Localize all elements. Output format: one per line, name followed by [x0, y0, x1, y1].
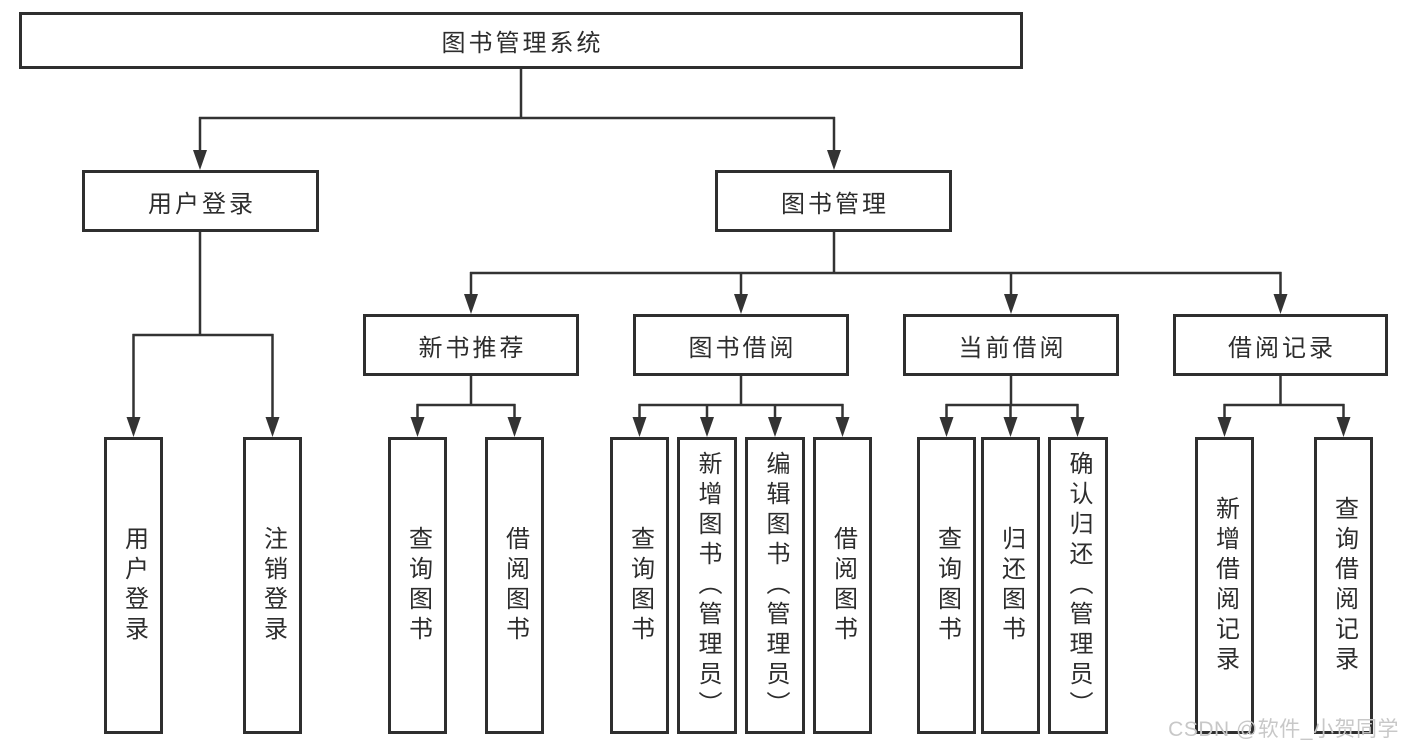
- leaf-edit-book-admin: 编辑图书（管理员）: [745, 437, 805, 734]
- csdn-watermark: CSDN @软件_小贺同学: [1168, 718, 1399, 741]
- leaf-query-books-current: 查询图书: [917, 437, 976, 734]
- leaf-borrow-books-recommend: 借阅图书: [485, 437, 544, 734]
- leaf-return-book: 归还图书: [981, 437, 1040, 734]
- node-current-borrowing: 当前借阅: [903, 314, 1119, 376]
- node-book-borrowing: 图书借阅: [633, 314, 849, 376]
- leaf-query-books-recommend: 查询图书: [388, 437, 447, 734]
- leaf-query-borrow-record: 查询借阅记录: [1314, 437, 1373, 734]
- leaf-user-login: 用户登录: [104, 437, 163, 734]
- node-new-book-recommend: 新书推荐: [363, 314, 579, 376]
- leaf-add-borrow-record: 新增借阅记录: [1195, 437, 1254, 734]
- leaf-confirm-return-admin: 确认归还（管理员）: [1048, 437, 1108, 734]
- leaf-borrow-books-borrowing: 借阅图书: [813, 437, 872, 734]
- node-borrowing-records: 借阅记录: [1173, 314, 1388, 376]
- leaf-query-books-borrowing: 查询图书: [610, 437, 669, 734]
- node-library-system: 图书管理系统: [19, 12, 1023, 69]
- node-book-management: 图书管理: [715, 170, 952, 232]
- leaf-add-book-admin: 新增图书（管理员）: [677, 437, 737, 734]
- leaf-logout: 注销登录: [243, 437, 302, 734]
- node-user-login: 用户登录: [82, 170, 319, 232]
